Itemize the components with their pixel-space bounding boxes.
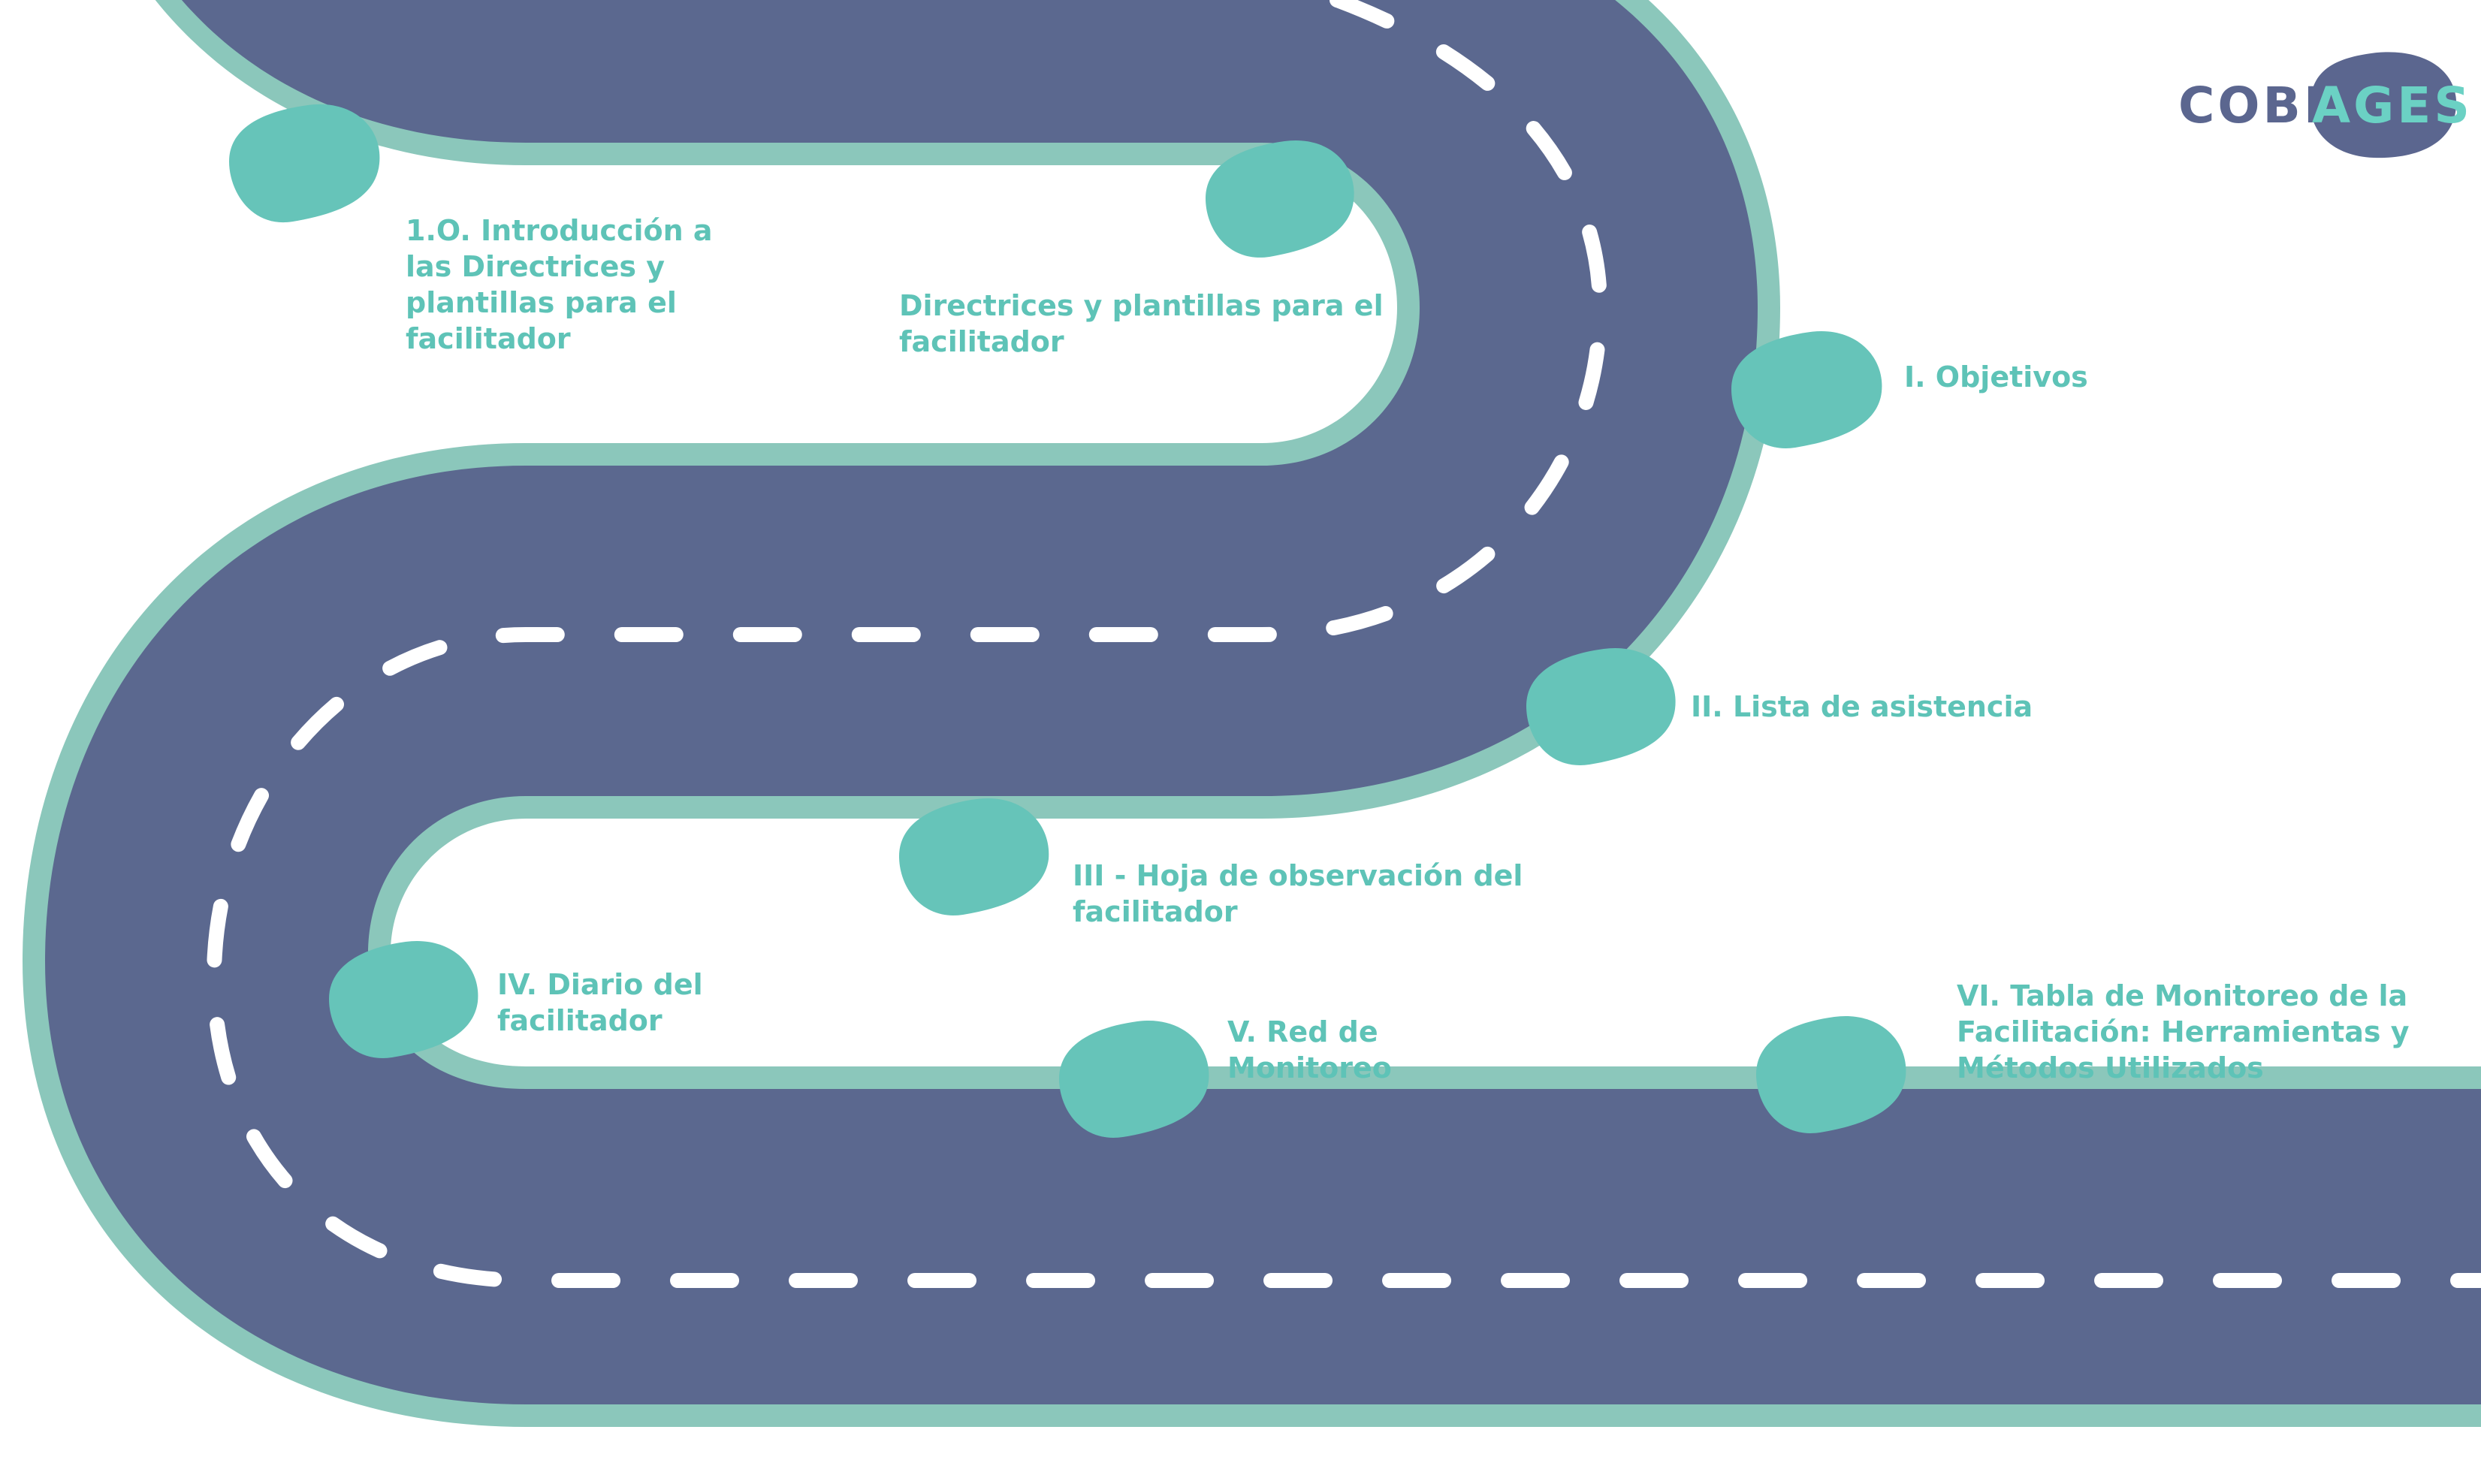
logo-text-ages: AGES — [2312, 77, 2473, 134]
stage-label-directrices: Directrices y plantillas para el facilit… — [899, 289, 1384, 358]
location-marker-icon[interactable] — [1206, 140, 1354, 258]
location-marker-icon[interactable] — [1756, 1015, 1906, 1133]
location-marker-icon[interactable] — [329, 940, 478, 1058]
coblages-logo: COBL AGES — [2178, 45, 2470, 165]
stage-label-asistencia: II. Lista de asistencia — [1691, 690, 2033, 723]
road-inner-gaps — [469, 188, 1382, 428]
location-marker-icon[interactable] — [899, 798, 1049, 915]
location-markers — [229, 104, 1906, 1138]
stage-label-diario: IV. Diario del facilitador — [497, 968, 703, 1037]
location-marker-icon[interactable] — [1059, 1020, 1209, 1138]
location-marker-icon[interactable] — [229, 104, 380, 223]
stage-label-observacion: III - Hoja de observación del facilitado… — [1073, 859, 1523, 928]
stage-label-objetivos: I. Objetivos — [1904, 360, 2088, 394]
stage-label-introduccion: 1.O. Introducción a las Directrices y pl… — [406, 214, 713, 355]
logo-blob-icon — [2310, 52, 2457, 158]
road-surface — [45, 0, 2481, 1404]
stage-label-tabla: VI. Tabla de Monitoreo de la Facilitació… — [1957, 979, 2410, 1084]
logo-text-cobl: COBL — [2178, 77, 2338, 134]
location-marker-icon[interactable] — [1526, 647, 1676, 765]
location-marker-icon[interactable] — [1731, 330, 1882, 448]
lane-marking — [206, 0, 2481, 1288]
stage-label-red: V. Red de Monitoreo — [1227, 1015, 1392, 1084]
